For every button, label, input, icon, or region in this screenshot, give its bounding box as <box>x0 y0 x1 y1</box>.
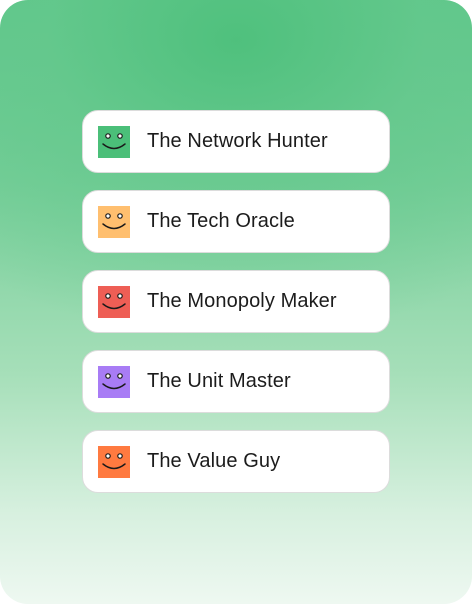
smiley-face-icon <box>98 285 130 318</box>
profile-label: The Monopoly Maker <box>147 290 337 312</box>
profile-card-monopoly-maker[interactable]: The Monopoly Maker <box>82 270 390 333</box>
profile-label: The Network Hunter <box>147 130 328 152</box>
smiley-face-icon <box>98 445 130 478</box>
profile-label: The Tech Oracle <box>147 210 295 232</box>
smiley-face-icon <box>98 205 130 238</box>
smiley-face-icon <box>98 365 130 398</box>
profile-card-unit-master[interactable]: The Unit Master <box>82 350 390 413</box>
profile-label: The Value Guy <box>147 450 281 472</box>
smiley-face-icon <box>98 125 130 158</box>
profile-card-value-guy[interactable]: The Value Guy <box>82 430 390 493</box>
profile-label: The Unit Master <box>147 370 291 392</box>
profile-list: The Network Hunter The Tech Oracle The M… <box>82 110 390 493</box>
profile-card-tech-oracle[interactable]: The Tech Oracle <box>82 190 390 253</box>
profile-card-network-hunter[interactable]: The Network Hunter <box>82 110 390 173</box>
